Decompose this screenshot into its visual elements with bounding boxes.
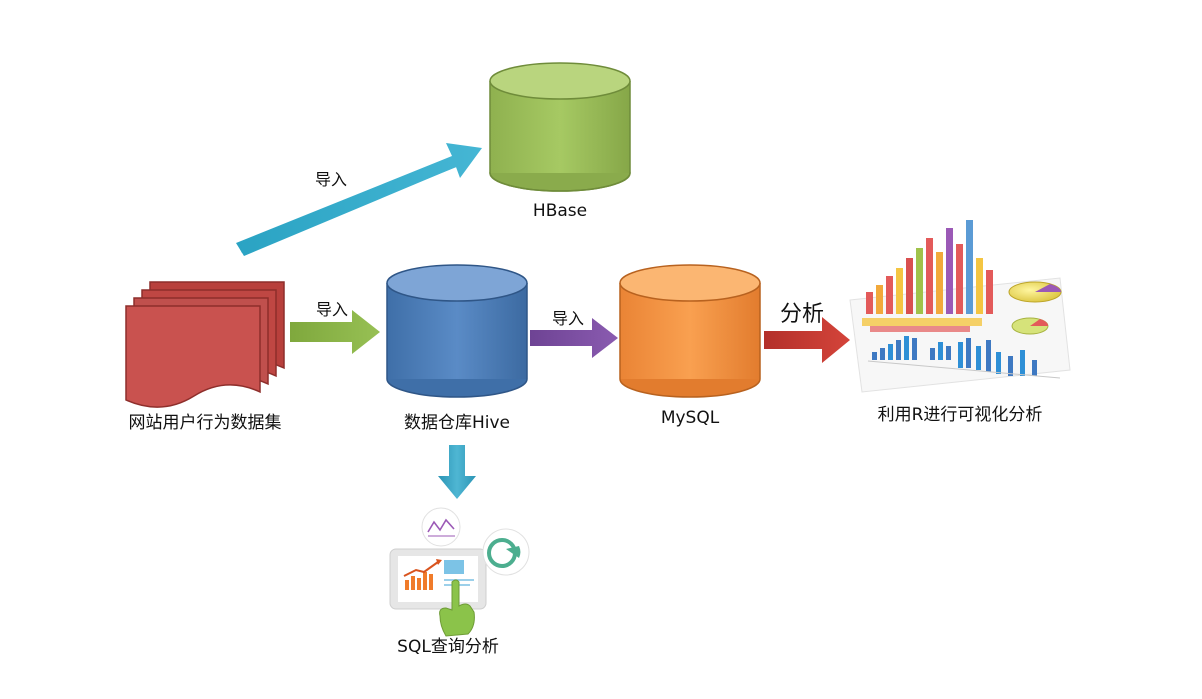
document-stack-icon [125,281,285,408]
mysql-label: MySQL [660,408,720,428]
edge-label-import-hive: 导入 [316,300,349,319]
r-visualization-chart-icon [849,220,1071,393]
edge-label-analysis: 分析 [780,302,825,327]
arrow-to-mysql [530,318,618,358]
sql-analysis-label: SQL查询分析 [397,637,499,657]
arrow-to-r-analysis [764,317,850,363]
arrow-to-hive [290,310,380,354]
arrow-to-hbase [236,143,482,256]
sql-analysis-dashboard-icon [389,507,530,637]
r-analysis-label: 利用R进行可视化分析 [877,405,1043,425]
hive-database-icon [386,264,528,398]
hbase-label: HBase [532,201,588,221]
edge-label-import-mysql: 导入 [552,309,585,328]
edge-label-import-hbase: 导入 [315,170,348,189]
hbase-database-icon [489,62,631,192]
source-dataset-label: 网站用户行为数据集 [128,413,282,433]
mysql-database-icon [619,264,761,398]
arrow-to-sql-analysis [438,445,476,499]
hive-label: 数据仓库Hive [403,413,511,433]
